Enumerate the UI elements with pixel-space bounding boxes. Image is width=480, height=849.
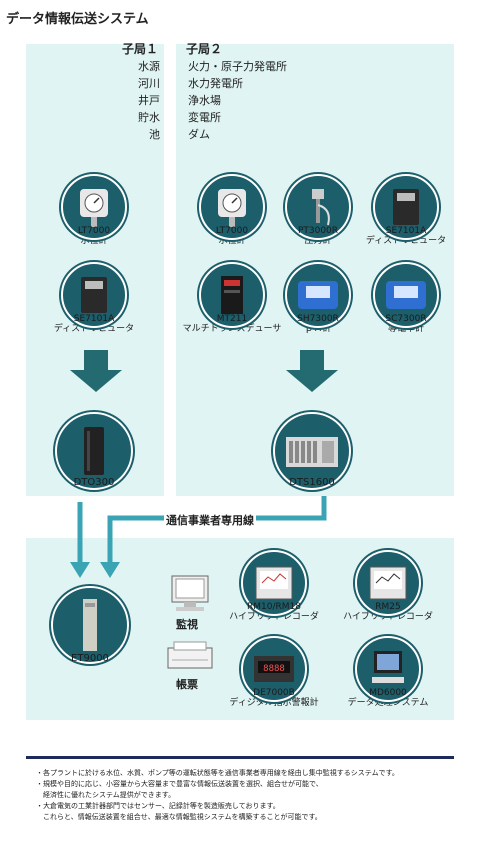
device-model: SE7101A [73,314,115,324]
device-sc7300r[interactable]: SC7300R 導電率計 [346,262,466,334]
conductivity-meter-icon [373,262,439,328]
device-se7101a-s1[interactable]: SE7101A ディストリビュータ [34,262,154,334]
location-item: ダム [188,128,210,141]
device-name: ディストリビュータ [365,236,447,246]
note-line: 経済性に優れたシステム提供ができます。 [36,791,176,799]
station2-title: 子局２ [186,42,223,56]
pressure-sensor-icon [285,174,351,240]
device-de7000b[interactable]: 8888 DE7000B ディジタル指示警報計 [214,636,334,708]
device-dts1600[interactable]: DTS1600 [252,412,372,490]
location-item: 水源 [138,60,160,73]
device-model: ET9000 [71,653,109,664]
monitor-label: 監視 [176,618,198,631]
device-model: LT7000 [77,226,111,236]
station1-title: 子局１ [122,42,159,56]
recorder-icon [241,550,307,616]
device-model: DTS1600 [289,477,335,488]
location-item: 貯水池 [138,111,160,141]
device-name: ハイブリッドレコーダ [229,612,319,622]
rack-icon [273,412,351,490]
arrow-down-icon [286,350,338,392]
station2-locations: 火力・原子力発電所 水力発電所 浄水場 変電所 ダム [188,58,287,143]
device-rm10[interactable]: RM10/RM18 ハイブリッドレコーダ [214,550,334,622]
server-tower-icon [51,586,129,664]
station1-locations: 水源 河川 井戸 貯水池 [130,58,160,143]
device-model: DTO300 [73,477,115,488]
svg-text:8888: 8888 [263,664,285,674]
device-name: 圧力計 [304,236,332,246]
device-model: PT3000R [297,226,339,236]
device-se7101a-s2[interactable]: SE7101A ディストリビュータ [346,174,466,246]
device-name: ハイブリッドレコーダ [343,612,433,622]
device-model: DE7000B [253,688,295,698]
location-item: 井戸 [138,94,160,107]
location-item: 変電所 [188,111,221,124]
location-item: 河川 [138,77,160,90]
notes: ・各プラントに於ける水位、水質、ポンプ等の運転状態等を通信事業者専用線を経由し集… [36,768,456,823]
device-mt211[interactable]: MT211 マルチトランスデューサ [172,262,292,334]
device-rm25[interactable]: RM25 ハイブリッドレコーダ [328,550,448,622]
device-model: SC7300R [385,314,427,324]
device-name: ディジタル指示警報計 [229,698,319,708]
device-model: SH7300R [297,314,339,324]
module-icon [373,174,439,240]
note-line: ・大倉電気の工業計器部門ではセンサー、記録計等を製造販売しております。 [36,802,280,810]
device-pt3000r[interactable]: PT3000R 圧力計 [258,174,378,246]
ph-meter-icon [285,262,351,328]
transducer-icon [199,262,265,328]
module-icon [61,262,127,328]
divider [26,756,454,759]
printer-icon [167,641,213,669]
device-name: ｐＨ計 [304,324,332,334]
device-model: SE7101A [385,226,427,236]
recorder-icon [355,550,421,616]
device-model: LT7000 [215,226,249,236]
device-name: データ処理システム [347,698,429,708]
location-item: 火力・原子力発電所 [188,60,287,73]
workstation-icon [355,636,421,702]
note-line: これらと、情報伝送装置を組合せ、最適な情報監視システムを構築することが可能です。 [36,813,322,821]
indicator-icon: 8888 [241,636,307,702]
device-lt7000-s2[interactable]: LT7000 水位計 [172,174,292,246]
monitor-icon [171,575,209,611]
device-sh7300r[interactable]: SH7300R ｐＨ計 [258,262,378,334]
device-md6000[interactable]: MD6000 データ処理システム [328,636,448,708]
device-lt7000-s1[interactable]: LT7000 水位計 [34,174,154,246]
line-label: 通信事業者専用線 [164,512,256,528]
printer-label: 帳票 [176,678,198,691]
gauge-icon [199,174,265,240]
device-name: 水位計 [218,236,246,246]
device-model: MT211 [216,314,248,324]
arrow-down-icon [70,350,122,392]
device-et9000[interactable]: ET9000 [30,586,150,664]
gauge-icon [61,174,127,240]
device-name: 水位計 [80,236,108,246]
location-item: 水力発電所 [188,77,243,90]
transmitter-icon [55,412,133,490]
device-dto300[interactable]: DTO300 [34,412,154,490]
device-name: ディストリビュータ [53,324,135,334]
location-item: 浄水場 [188,94,221,107]
note-line: ・各プラントに於ける水位、水質、ポンプ等の運転状態等を通信事業者専用線を経由し集… [36,769,399,777]
device-name: マルチトランスデューサ [182,324,282,334]
device-name: 導電率計 [387,324,424,334]
page-title: データ情報伝送システム [6,12,149,27]
note-line: ・規模や目的に応じ、小容量から大容量まで豊富な情報伝送装置を選択、組合せが可能で… [36,780,323,788]
device-model: RM10/RM18 [247,602,301,612]
device-model: MD6000 [369,688,407,698]
device-model: RM25 [375,602,401,612]
